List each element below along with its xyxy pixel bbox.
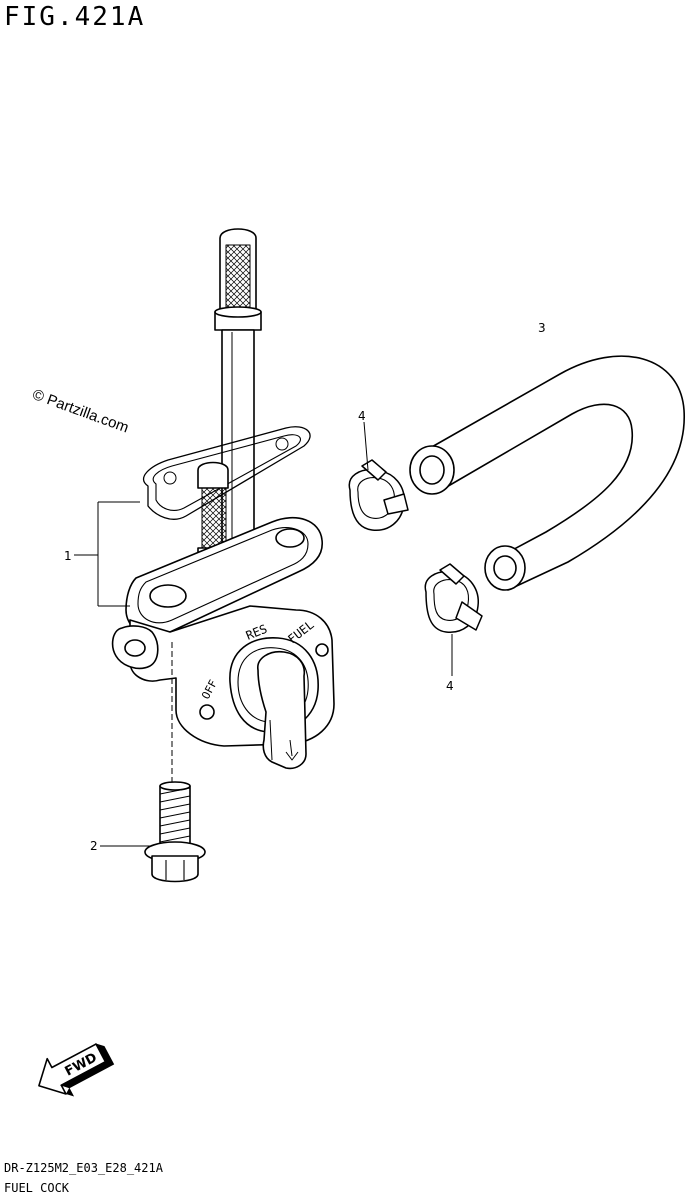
mounting-flange xyxy=(125,516,323,637)
fuel-hose[interactable] xyxy=(409,355,685,591)
section-name: FUEL COCK xyxy=(4,1181,70,1195)
fuel-cock-assembly[interactable] xyxy=(111,228,335,770)
valve-lever xyxy=(257,650,307,770)
callout-part-4-upper[interactable]: 4 xyxy=(358,409,366,423)
gasket xyxy=(142,426,311,520)
hose-clip-lower[interactable] xyxy=(424,563,483,633)
callout-part-1[interactable]: 1 xyxy=(64,549,72,563)
bolt[interactable] xyxy=(144,781,206,883)
forward-arrow-icon: FWD xyxy=(38,1043,115,1097)
callout-part-3[interactable]: 3 xyxy=(538,321,546,335)
callout-part-4-lower[interactable]: 4 xyxy=(446,679,454,693)
hose-clip-upper[interactable] xyxy=(348,459,409,531)
model-code: DR-Z125M2_E03_E28_421A xyxy=(4,1161,163,1175)
figure-title: FIG.421A xyxy=(4,2,146,32)
callout-leaders xyxy=(74,421,453,847)
callout-part-2[interactable]: 2 xyxy=(90,839,98,853)
strainer-tube xyxy=(214,228,262,566)
